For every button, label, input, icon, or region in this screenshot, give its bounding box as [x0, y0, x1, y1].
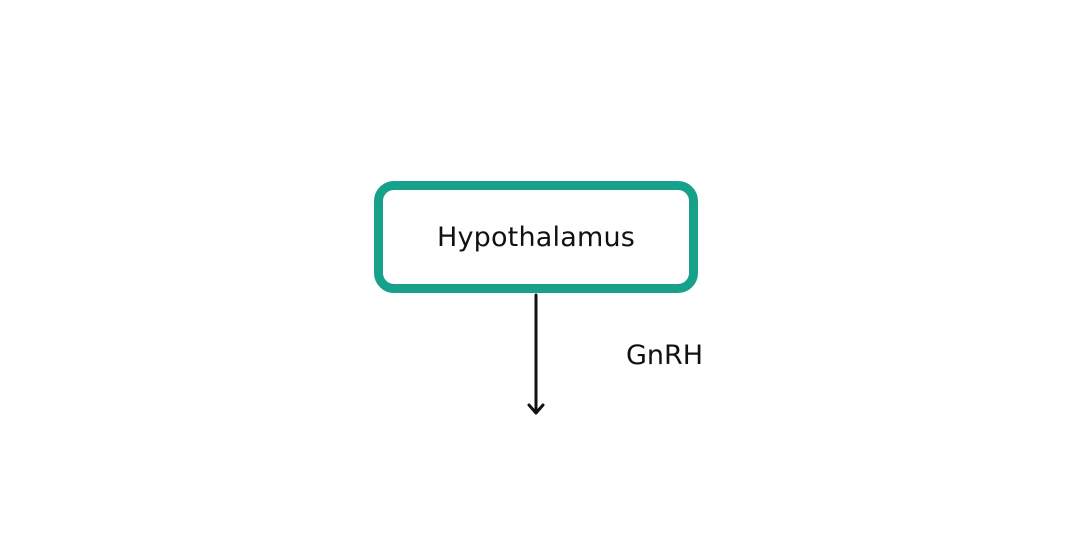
gnrh-arrow-head	[527, 403, 545, 415]
hypothalamus-node: Hypothalamus	[374, 181, 698, 293]
gnrh-edge-label: GnRH	[626, 340, 704, 371]
hypothalamus-label: Hypothalamus	[436, 221, 636, 253]
